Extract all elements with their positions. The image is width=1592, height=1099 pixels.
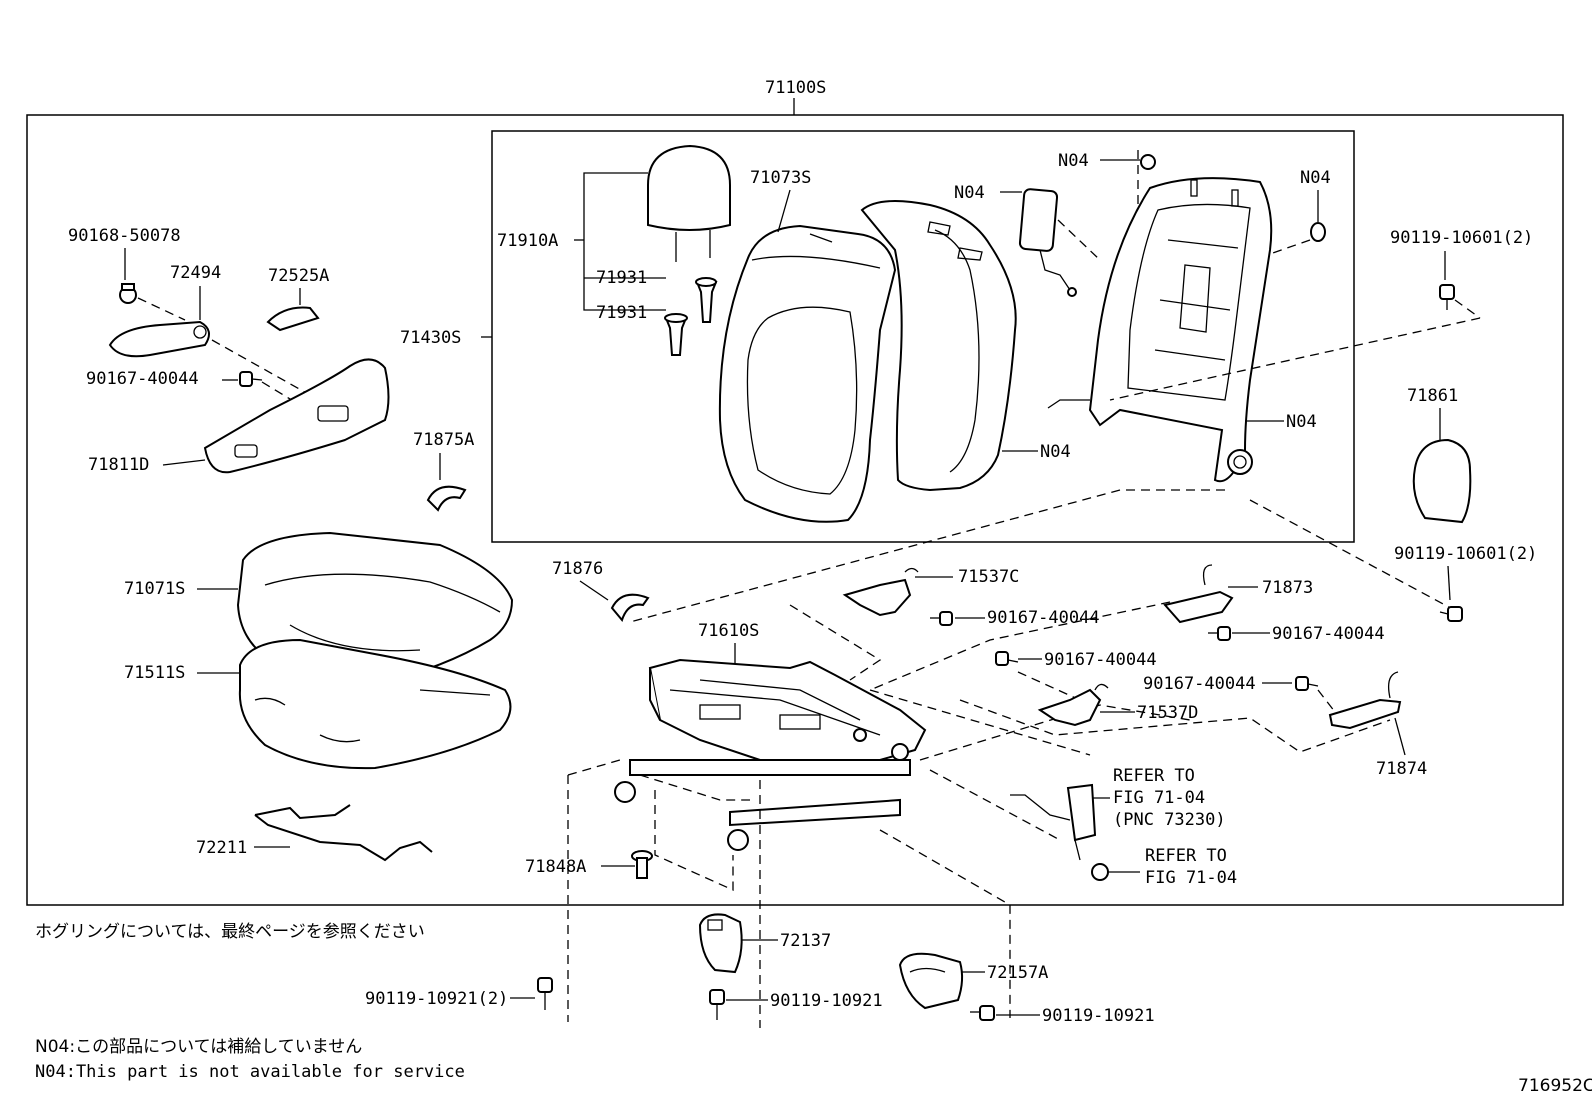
cover-72137: [698, 913, 743, 974]
label-refer2-line2: FIG 71-04: [1145, 868, 1237, 888]
note-hog-ring: ホグリングについては、最終ページを参照ください: [35, 922, 425, 942]
wire-72211: [254, 804, 433, 862]
cushion-frame-71610S: [614, 658, 927, 851]
label-71873: 71873: [1262, 578, 1313, 598]
seat-belt-buckle: [1010, 783, 1097, 861]
seatback-frame: [1047, 177, 1273, 483]
label-71537D: 71537D: [1137, 703, 1198, 723]
label-90167-40044-e: 90167-40044: [1143, 674, 1256, 694]
seatback-cover: [718, 224, 897, 523]
bolt-71848A: [631, 850, 653, 879]
headrest-guide-lower: [695, 277, 718, 323]
screw-90167-40044-e: [1295, 676, 1319, 691]
label-71848A: 71848A: [525, 857, 586, 877]
label-n04-topleft: N04: [954, 183, 985, 203]
label-90119-10921-c: 90119-10921: [1042, 1006, 1155, 1026]
label-90119-10921-a: 90119-10921(2): [365, 989, 508, 1009]
cover-71861: [1412, 438, 1472, 524]
label-90119-10921-b: 90119-10921: [770, 991, 883, 1011]
label-71610S: 71610S: [698, 621, 759, 641]
label-71537C: 71537C: [958, 567, 1019, 587]
cushion-pad-71511S: [238, 638, 512, 770]
drawing-number: 716952C: [1518, 1076, 1592, 1096]
side-shield-71811D: [203, 358, 390, 474]
label-71876: 71876: [552, 559, 603, 579]
label-n04-topright: N04: [1300, 168, 1331, 188]
label-90168-50078: 90168-50078: [68, 226, 181, 246]
bracket-71537C: [842, 567, 919, 617]
label-refer1-line3: (PNC 73230): [1113, 810, 1226, 830]
label-90167-40044-d: 90167-40044: [1044, 650, 1157, 670]
nut-refer2: [1091, 863, 1109, 881]
side-airbag-module: [1018, 188, 1077, 297]
clip-71875A: [426, 485, 467, 512]
recliner-cover-72494: [108, 320, 210, 358]
label-72494: 72494: [170, 263, 221, 283]
label-71071S: 71071S: [124, 579, 185, 599]
screw-90167-40044-c: [1208, 626, 1231, 641]
clip-71876: [610, 593, 650, 623]
label-71100S: 71100S: [765, 78, 826, 98]
label-refer1-line1: REFER TO: [1113, 766, 1195, 786]
label-72211: 72211: [196, 838, 247, 858]
label-refer1-line2: FIG 71-04: [1113, 788, 1205, 808]
label-71073S: 71073S: [750, 168, 811, 188]
assembly-frame: [26, 114, 1564, 906]
note-n04-en: N04:This part is not available for servi…: [35, 1062, 465, 1082]
label-71861: 71861: [1407, 386, 1458, 406]
seatback-pad: [860, 200, 1017, 492]
screw-90167-40044-a: [239, 371, 263, 387]
knob-72525A: [266, 306, 320, 332]
bolt-90119-10601-a: [1439, 284, 1455, 310]
screw-90167-40044-d: [995, 651, 1019, 666]
label-72525A: 72525A: [268, 266, 329, 286]
label-71931-b: 71931: [596, 303, 647, 323]
bolt-90119-10921-b: [709, 989, 725, 1020]
label-72157A: 72157A: [987, 963, 1048, 983]
label-71874: 71874: [1376, 759, 1427, 779]
label-90167-40044-b: 90167-40044: [987, 608, 1100, 628]
bracket-71874: [1328, 671, 1402, 730]
bolt-90119-10921-a: [537, 977, 553, 1010]
label-n04-frame: N04: [1286, 412, 1317, 432]
nut-top: [1140, 154, 1156, 170]
bracket-71873: [1163, 564, 1234, 624]
headrest: [647, 144, 731, 262]
cover-72157A: [898, 952, 964, 1010]
label-n04-pad: N04: [1040, 442, 1071, 462]
bracket-71537D: [1037, 683, 1109, 727]
label-90167-40044-c: 90167-40044: [1272, 624, 1385, 644]
label-71931-a: 71931: [596, 268, 647, 288]
label-90167-40044-a: 90167-40044: [86, 369, 199, 389]
bolt-90119-10601-b: [1439, 606, 1463, 622]
label-refer2-line1: REFER TO: [1145, 846, 1227, 866]
label-71811D: 71811D: [88, 455, 149, 475]
bolt-90119-10921-c: [970, 1005, 995, 1021]
clip-topright: [1310, 222, 1326, 242]
label-n04-top: N04: [1058, 151, 1089, 171]
note-n04-jp: N04:この部品については補給していません: [35, 1037, 362, 1057]
label-72137: 72137: [780, 931, 831, 951]
label-90119-10601-a: 90119-10601(2): [1390, 228, 1533, 248]
screw-90167-40044-b: [930, 611, 953, 626]
label-90119-10601-b: 90119-10601(2): [1394, 544, 1537, 564]
headrest-guide-upper: [664, 313, 688, 356]
label-71430S: 71430S: [400, 328, 461, 348]
bolt-90168-50078: [119, 283, 137, 304]
label-71875A: 71875A: [413, 430, 474, 450]
label-71910A: 71910A: [497, 231, 558, 251]
label-71511S: 71511S: [124, 663, 185, 683]
